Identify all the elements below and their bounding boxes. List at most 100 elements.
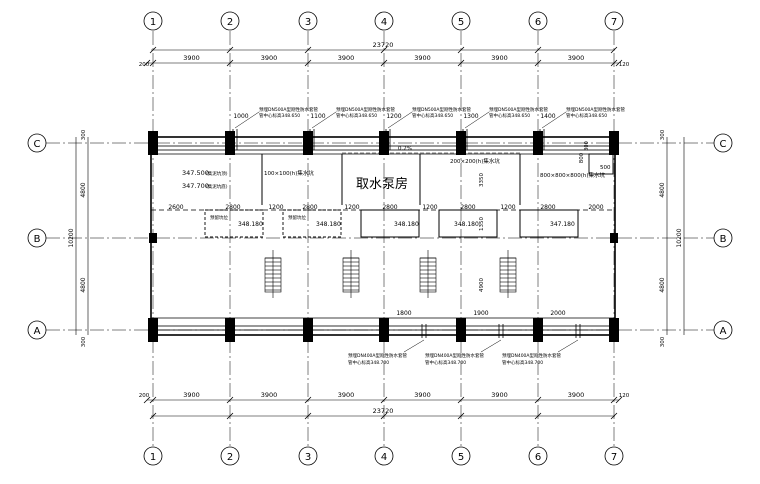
dim-tick [457, 412, 465, 420]
dim-tick [149, 59, 157, 67]
dim-tick [143, 59, 151, 67]
level-note-2: (集泥坑底) [206, 183, 228, 190]
pipe-elev-top: 管中心标高348.650 [412, 112, 453, 119]
pipe-dim-bottom: 2000 [550, 310, 565, 317]
dim-tick [304, 59, 312, 67]
room-title: 取水泵房 [356, 176, 408, 192]
dim-tick [457, 59, 465, 67]
sump-pit [588, 153, 614, 175]
axis-label-A: A [34, 326, 41, 337]
pipe-dim-top: 1300 [463, 113, 478, 120]
axis-bubble-3 [298, 11, 318, 31]
top-bay-dim: 3900 [183, 54, 200, 62]
stairs-group [264, 250, 517, 298]
dim-tick [380, 59, 388, 67]
pipe-label-top: 预埋DN500A型刚性防水套管 [489, 106, 548, 113]
pipe-elev-top: 管中心标高348.650 [489, 112, 530, 119]
pump-elev-3: 348.180 [394, 221, 419, 228]
column [533, 131, 543, 155]
dim-tick [226, 412, 234, 420]
pipe-elev-top: 管中心标高348.650 [259, 112, 300, 119]
left-dim-bottom: 300 [81, 336, 87, 347]
dim-tick [380, 412, 388, 420]
dim-tick [304, 46, 312, 54]
right-dim-top: 300 [660, 129, 666, 140]
dim-tick [226, 59, 234, 67]
left-dim-total: 10200 [68, 228, 75, 247]
pipe-leader [387, 111, 413, 129]
axis-bubble-6 [528, 11, 548, 31]
dim-tick [610, 46, 618, 54]
level-label-1: 347.500 [182, 169, 209, 177]
pump-row-dim: 2000 [588, 204, 603, 211]
axis-label-3: 3 [305, 17, 311, 28]
dim-tick [304, 412, 312, 420]
building-outline [150, 136, 616, 336]
pipe-elev-bottom: 管中心标高348.700 [425, 359, 466, 366]
right-dim-lower: 4800 [659, 277, 666, 292]
pump-base-3 [360, 209, 420, 238]
dim-tick [534, 396, 542, 404]
axis-label-B: B [34, 234, 41, 245]
column [379, 318, 389, 342]
axis-label-6: 6 [535, 17, 541, 28]
pump-row-dim: 1200 [422, 204, 437, 211]
bottom-total-dim: 23720 [373, 407, 394, 415]
axis-label-2: 2 [227, 17, 233, 28]
dim-tick [457, 396, 465, 404]
pipe-label-top: 预埋DN500A型刚性防水套管 [566, 106, 625, 113]
axis-bubble-C [713, 133, 733, 153]
dim-tick [149, 412, 157, 420]
axis-label-4: 4 [381, 452, 387, 463]
dim-tick [149, 46, 157, 54]
pit-mark-1: 预留坑位 [210, 214, 228, 221]
dim-tick [226, 46, 234, 54]
pump-row-dim: 1200 [500, 204, 515, 211]
pump-base-4 [438, 209, 498, 238]
building-walls [150, 136, 616, 336]
pipe-leader [480, 339, 502, 353]
pipe-leader [464, 111, 490, 129]
pump-row-dim: 2800 [540, 204, 555, 211]
pump-pit-1 [204, 209, 264, 238]
axis-label-4: 4 [381, 17, 387, 28]
axis-bubble-4 [374, 446, 394, 466]
top-bay-dim: 3900 [338, 54, 355, 62]
pipe-label-bottom: 预埋DN400A型刚性防水套管 [348, 352, 407, 359]
column [610, 233, 618, 243]
column [149, 233, 157, 243]
pump-row-dim: 1200 [268, 204, 283, 211]
pipe-dim-bottom: 1800 [396, 310, 411, 317]
dim-4900: 4900 [479, 278, 485, 292]
pump-elev-4: 348.180 [454, 221, 479, 228]
dim-tick [304, 396, 312, 404]
pipe-dim-top: 1200 [386, 113, 401, 120]
column [303, 318, 313, 342]
axis-bubble-6 [528, 446, 548, 466]
pipe-label-top: 预埋DN500A型刚性防水套管 [412, 106, 471, 113]
axis-label-C: C [34, 139, 41, 150]
axis-bubble-7 [604, 11, 624, 31]
axis-bubble-5 [451, 446, 471, 466]
sump-small-label: 100×100(h)集水坑 [264, 169, 314, 177]
dim-300-small: 300 [584, 141, 590, 151]
axis-bubble-A [713, 320, 733, 340]
structural-columns [148, 131, 619, 342]
dim-tick [380, 46, 388, 54]
axis-label-1: 1 [150, 452, 156, 463]
axis-label-7: 7 [611, 17, 617, 28]
dim-tick [534, 59, 542, 67]
dim-3350: 3350 [479, 173, 485, 187]
column [303, 131, 313, 155]
axis-bubble-A [27, 320, 47, 340]
axis-bubble-4 [374, 11, 394, 31]
pump-elev-1: 348.180 [238, 221, 263, 228]
pump-row-dim: 2800 [225, 204, 240, 211]
pump-pit-2 [282, 209, 342, 238]
pipe-leader [311, 111, 337, 129]
column [533, 318, 543, 342]
axis-bubble-2 [220, 446, 240, 466]
pipe-dim-top: 1000 [233, 113, 248, 120]
pipe-leader [541, 111, 567, 129]
left-dim-lower: 4800 [80, 277, 87, 292]
